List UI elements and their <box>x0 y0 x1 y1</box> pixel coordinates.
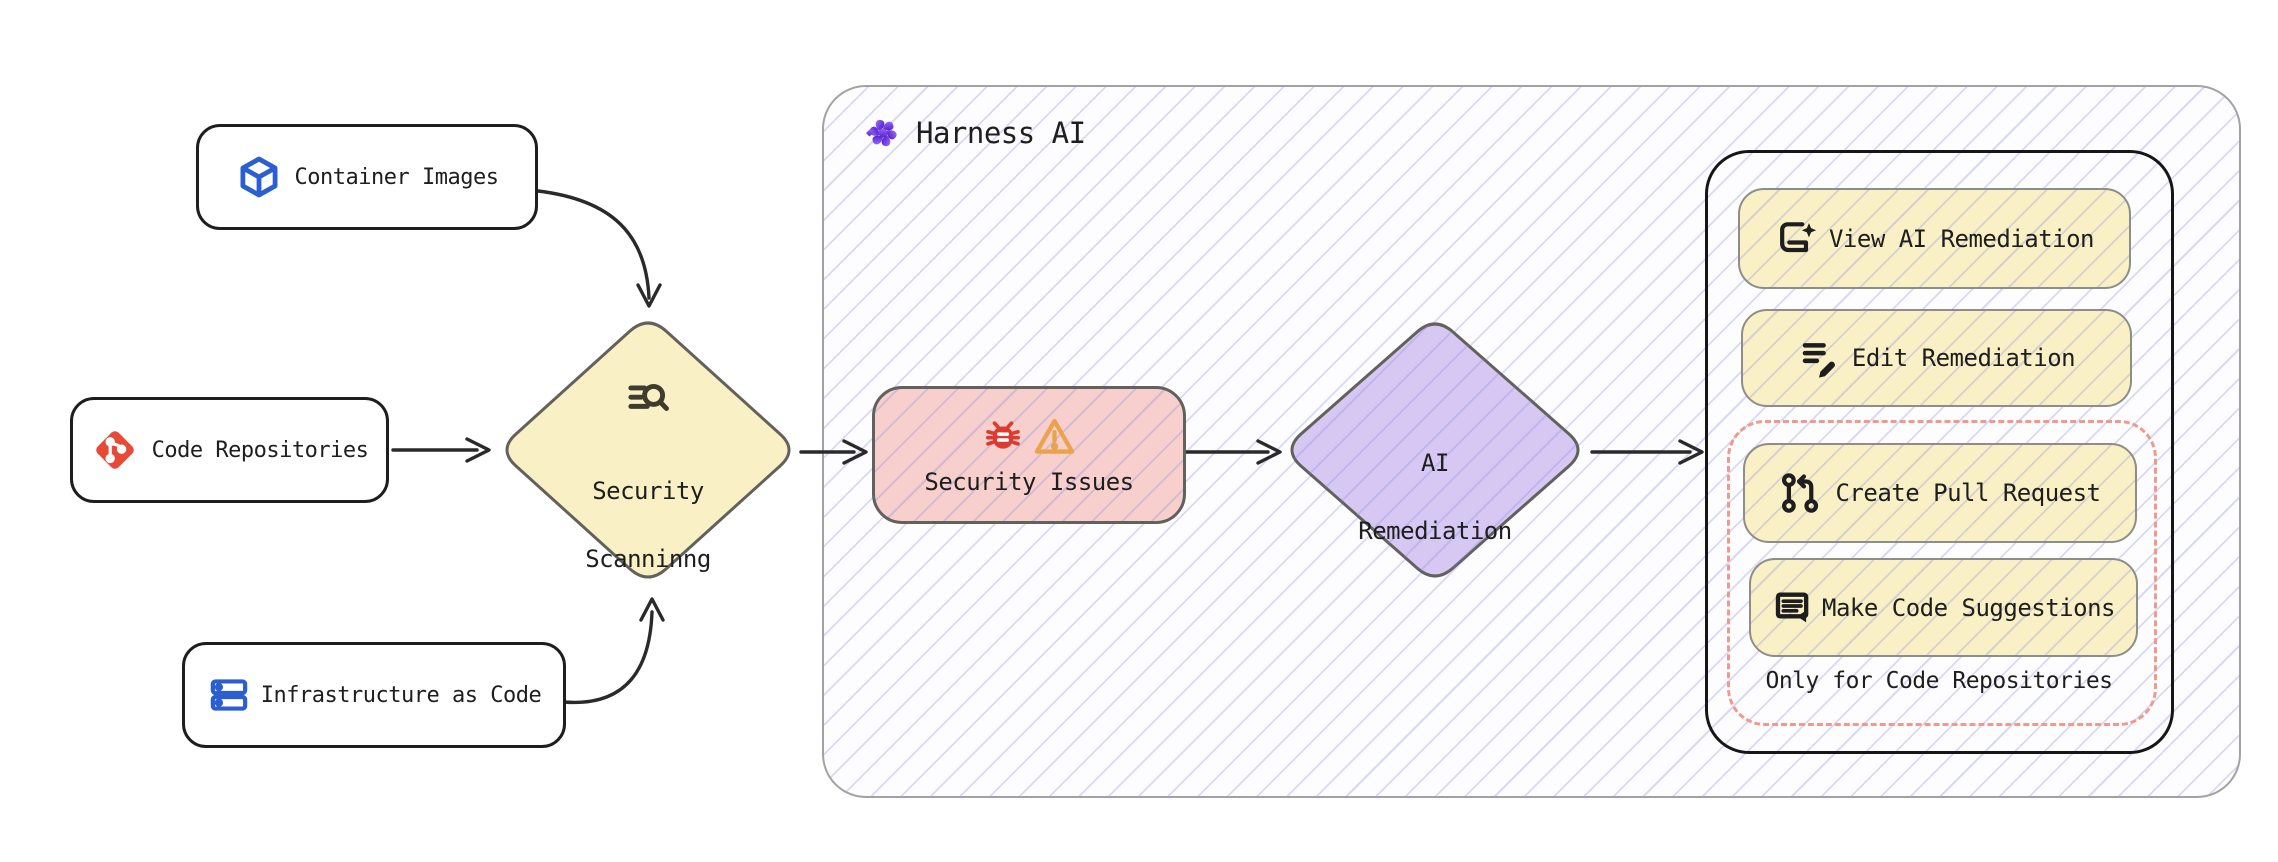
git-icon <box>95 431 134 469</box>
view-ai-remediation-label: View AI Remediation <box>1828 224 2095 253</box>
edit-remediation-label: Edit Remediation <box>1851 344 2076 372</box>
edit-remediation-button: Edit Remediation <box>1741 309 2132 407</box>
actions-panel <box>1705 150 2174 754</box>
ai-remediation-line2: Remediation <box>1358 517 1512 545</box>
node-label: Infrastructure as Code <box>260 682 542 708</box>
cube-3d-icon <box>240 156 278 198</box>
scan-search-icon <box>628 383 669 411</box>
arrow-remediation-to-actions <box>1590 439 1704 465</box>
make-code-suggestions-button: Make Code Suggestions <box>1749 558 2138 657</box>
book-sparkle-icon <box>1780 221 1817 252</box>
servers-icon <box>210 679 248 711</box>
harness-flower-icon <box>866 119 897 147</box>
ai-remediation-diamond <box>1290 322 1580 578</box>
warning-triangle-icon <box>1034 418 1074 454</box>
message-lines-icon <box>1775 592 1809 622</box>
git-pull-request-icon <box>1782 473 1819 513</box>
security-scanning-diamond <box>505 321 791 579</box>
security-scanning-line1: Security <box>592 477 704 505</box>
node-container-images: Container Images <box>196 124 538 230</box>
node-label: Code Repositories <box>151 437 369 463</box>
create-pull-request-button: Create Pull Request <box>1743 443 2137 543</box>
arrow-code-repositories-to-scanning <box>391 437 491 463</box>
node-security-issues: Security Issues <box>872 386 1186 524</box>
harness-ai-header: Harness AI <box>858 110 1086 156</box>
node-infrastructure-as-code: Infrastructure as Code <box>182 642 566 748</box>
code-repo-only-group <box>1727 420 2157 726</box>
arrow-infrastructure-to-scanning <box>562 597 665 705</box>
security-issues-label: Security Issues <box>924 467 1134 496</box>
lines-pencil-icon <box>1802 343 1835 378</box>
create-pull-request-label: Create Pull Request <box>1835 479 2101 507</box>
arrow-container-images-to-scanning <box>536 189 662 308</box>
node-code-repositories: Code Repositories <box>70 397 389 503</box>
node-label: Container Images <box>294 164 499 190</box>
arrow-issues-to-remediation <box>1183 439 1282 465</box>
security-scanning-line2: Scanninng <box>585 545 711 573</box>
arrow-scanning-to-issues <box>799 439 868 465</box>
ai-remediation-label: AI Remediation <box>1335 412 1535 548</box>
make-code-suggestions-label: Make Code Suggestions <box>1822 593 2115 622</box>
security-scanning-label: Security Scanninng <box>548 440 748 576</box>
ai-remediation-line1: AI <box>1421 449 1449 477</box>
harness-ai-title: Harness AI <box>916 116 1086 150</box>
security-issues-icons <box>983 415 1076 458</box>
view-ai-remediation-button: View AI Remediation <box>1738 188 2131 289</box>
code-repositories-only-note: Only for Code Repositories <box>1765 668 2113 694</box>
bug-icon <box>985 421 1020 449</box>
